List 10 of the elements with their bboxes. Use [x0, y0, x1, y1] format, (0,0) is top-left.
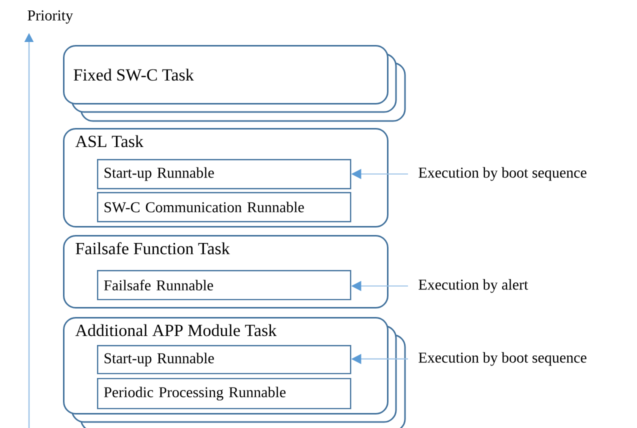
- task-box: Fixed SW-C Task: [63, 45, 388, 104]
- runnable-box: Failsafe Runnable: [97, 270, 352, 300]
- runnable-box: Start-up Runnable: [97, 159, 352, 190]
- runnable-box: Start-up Runnable: [97, 344, 352, 374]
- runnable-box: Periodic Processing Runnable: [97, 378, 352, 410]
- trigger-label: Execution by boot sequence: [418, 352, 586, 366]
- axis-label: Priority: [28, 10, 73, 24]
- trigger-label: Execution by alert: [418, 279, 528, 293]
- runnable-box: SW-C Communication Runnable: [97, 192, 352, 222]
- trigger-label: Execution by boot sequence: [418, 167, 586, 181]
